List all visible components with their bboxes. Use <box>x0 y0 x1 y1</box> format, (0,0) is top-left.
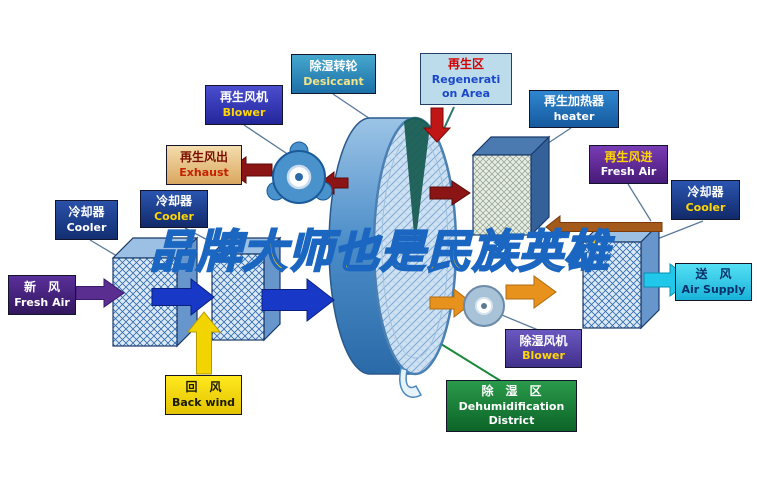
label-dehumid-blower: 除湿风机 Blower <box>505 329 582 368</box>
label-cooler-left-outer-en: Cooler <box>66 220 107 234</box>
label-regen-blower-zh: 再生风机 <box>219 90 268 105</box>
label-dehumidification-district: 除 湿 区 Dehumidification District <box>446 380 577 432</box>
regeneration-sector <box>404 117 430 246</box>
label-exhaust-en: Exhaust <box>179 165 229 179</box>
label-desiccant-zh: 除湿转轮 <box>309 59 358 74</box>
label-regeneration-area-en1: Regenerati <box>431 72 501 86</box>
label-exhaust: 再生风出 Exhaust <box>166 145 242 185</box>
label-regeneration-area-zh: 再生区 <box>447 57 484 72</box>
label-cooler-left-inner: 冷却器 Cooler <box>140 190 208 228</box>
label-cooler-left-inner-zh: 冷却器 <box>155 194 192 209</box>
regen-hot-arrow-right <box>429 180 471 206</box>
process-air-arrow-2 <box>261 277 335 323</box>
heater-unit <box>471 135 551 237</box>
process-air-arrow-1 <box>151 277 215 317</box>
label-desiccant-en: Desiccant <box>303 74 364 88</box>
dehumid-blower-fan <box>463 285 505 327</box>
fresh-air-arrow <box>75 278 125 308</box>
label-air-supply-zh: 送 风 <box>695 267 732 282</box>
label-desiccant: 除湿转轮 Desiccant <box>291 54 376 94</box>
label-regen-heater: 再生加热器 heater <box>529 90 619 128</box>
label-cooler-left-outer: 冷却器 Cooler <box>55 200 118 240</box>
label-dehumidification-district-zh: 除 湿 区 <box>481 384 542 399</box>
label-regen-blower: 再生风机 Blower <box>205 85 283 125</box>
label-back-wind-zh: 回 风 <box>185 380 222 395</box>
dry-air-arrow-1 <box>429 287 473 319</box>
label-cooler-left-inner-en: Cooler <box>154 209 194 223</box>
cooler-right-unit <box>581 222 661 330</box>
label-dehumidification-district-en2: District <box>488 413 535 427</box>
label-fresh-air-zh: 新 风 <box>23 280 60 295</box>
label-cooler-right-zh: 冷却器 <box>687 185 724 200</box>
label-fresh-air-en: Fresh Air <box>14 295 70 309</box>
label-air-supply-en: Air Supply <box>681 282 746 296</box>
label-regen-heater-en: heater <box>553 109 595 123</box>
label-dehumid-blower-en: Blower <box>522 349 565 363</box>
label-dehumid-blower-zh: 除湿风机 <box>519 333 568 348</box>
wheel-drain-hook <box>399 367 423 398</box>
label-regeneration-area-en2: on Area <box>441 86 491 100</box>
label-dehumidification-district-en1: Dehumidification <box>458 399 565 413</box>
label-air-supply: 送 风 Air Supply <box>675 263 752 301</box>
label-cooler-right: 冷却器 Cooler <box>671 180 740 220</box>
label-regen-fresh-air-en: Fresh Air <box>600 165 657 179</box>
label-exhaust-zh: 再生风出 <box>179 150 228 165</box>
label-back-wind-en: Back wind <box>171 395 236 409</box>
label-regen-fresh-air-zh: 再生风进 <box>604 149 653 164</box>
label-cooler-left-outer-zh: 冷却器 <box>68 205 105 220</box>
label-regen-blower-en: Blower <box>222 105 266 119</box>
label-regeneration-area: 再生区 Regenerati on Area <box>420 53 512 105</box>
dry-air-arrow-2 <box>505 275 557 309</box>
watermark-text: 品牌大师也是民族英雄 <box>149 224 611 279</box>
label-back-wind: 回 风 Back wind <box>165 375 242 415</box>
desiccant-wheel <box>328 116 458 398</box>
label-cooler-right-en: Cooler <box>685 200 726 214</box>
regen-blower-fan <box>266 141 333 204</box>
regen-area-arrow-down <box>422 107 452 143</box>
label-regen-fresh-air: 再生风进 Fresh Air <box>589 145 668 184</box>
label-fresh-air: 新 风 Fresh Air <box>8 275 76 315</box>
cooler-left-inner-unit <box>210 236 282 342</box>
label-regen-heater-zh: 再生加热器 <box>543 94 604 109</box>
return-air-arrow <box>186 311 222 375</box>
regen-inlet-arrow <box>545 214 663 240</box>
